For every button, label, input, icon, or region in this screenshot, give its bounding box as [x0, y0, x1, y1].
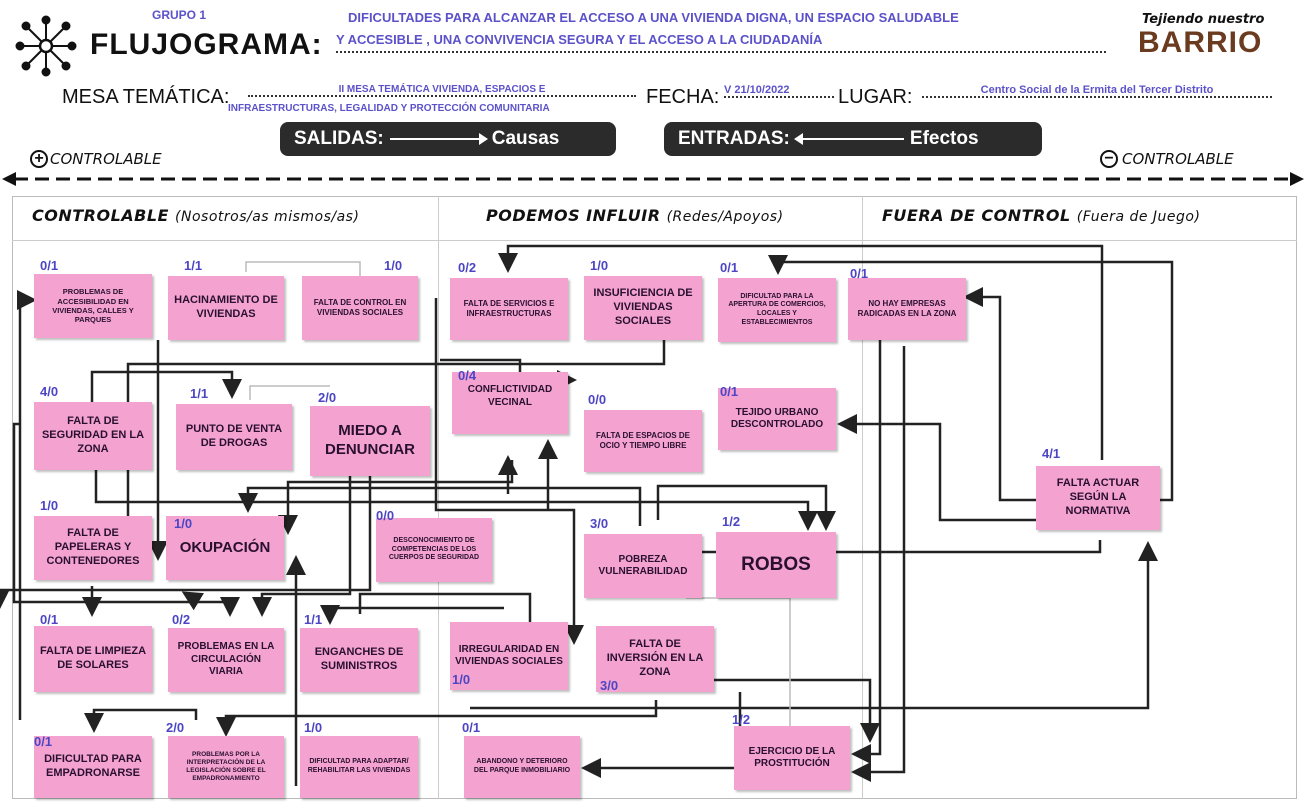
note-conflictividad: CONFLICTIVIDAD VECINAL [452, 372, 568, 434]
note-papeleras: FALTA DE PAPELERAS Y CONTENEDORES [34, 516, 152, 580]
note-competencias: DESCONOCIMIENTO DE COMPETENCIAS DE LOS C… [376, 518, 492, 582]
header-divider [12, 240, 1297, 241]
column-divider-1 [438, 196, 439, 799]
logo-bottom-text: BARRIO [1138, 26, 1263, 59]
column-title: CONTROLABLE [32, 206, 169, 225]
page-title: FLUJOGRAMA: [90, 28, 323, 61]
right-controlable-label: CONTROLABLE [1122, 150, 1234, 168]
note-normativa: FALTA ACTUAR SEGÚN LA NORMATIVA [1036, 466, 1160, 530]
note-circulacion: PROBLEMAS EN LA CIRCULACIÓN VIARIA [168, 628, 284, 692]
column-title: FUERA DE CONTROL [882, 206, 1071, 225]
note-score: 0/1 [34, 734, 53, 749]
note-ocio: FALTA DE ESPACIOS DE OCIO Y TIEMPO LIBRE [584, 410, 702, 472]
note-seguridad: FALTA DE SEGURIDAD EN LA ZONA [34, 402, 152, 470]
note-score: 1/2 [732, 712, 751, 727]
column-fuera-title: FUERA DE CONTROL (Fuera de Juego) [882, 206, 1200, 225]
note-score: 1/0 [590, 258, 609, 273]
entradas-label: ENTRADAS: [678, 128, 790, 149]
column-subtitle: (Fuera de Juego) [1076, 209, 1201, 225]
note-score: 0/1 [40, 612, 59, 627]
note-score: 1/0 [40, 498, 59, 513]
control-axis-arrow [0, 170, 1306, 188]
minus-circle-icon: − [1100, 150, 1118, 168]
problem-line-1: DIFICULTADES PARA ALCANZAR EL ACCESO A U… [348, 10, 959, 25]
note-score: 1/1 [190, 386, 209, 401]
note-score: 2/0 [318, 390, 337, 405]
column-title: PODEMOS INFLUIR [486, 206, 661, 225]
lugar-label: LUGAR: [838, 86, 913, 108]
note-falta-control: FALTA DE CONTROL EN VIVIENDAS SOCIALES [302, 276, 418, 340]
note-score: 0/2 [172, 612, 191, 627]
salidas-pill: SALIDAS: Causas [280, 122, 616, 156]
note-score: 1/0 [384, 258, 403, 273]
problem-line-2: Y ACCESIBLE , UNA CONVIVENCIA SEGURA Y E… [336, 32, 1106, 53]
note-rehabilitar: DIFICULTAD PARA ADAPTAR/ REHABILITAR LAS… [300, 736, 418, 798]
note-score: 0/4 [458, 368, 477, 383]
column-podemos-title: PODEMOS INFLUIR (Redes/Apoyos) [486, 206, 784, 225]
mesa-value-1: II MESA TEMÁTICA VIVIENDA, ESPACIOS E [248, 84, 636, 97]
left-arrow-icon [793, 133, 904, 145]
note-score: 1/0 [304, 720, 323, 735]
lugar-value: Centro Social de la Ermita del Tercer Di… [922, 84, 1272, 98]
note-score: 4/1 [1042, 446, 1061, 461]
note-inversion: FALTA DE INVERSIÓN EN LA ZONA [596, 626, 714, 692]
note-irregularidad: IRREGULARIDAD EN VIVIENDAS SOCIALES [450, 622, 568, 690]
entradas-pill: ENTRADAS: Efectos [664, 122, 1042, 156]
group-label: GRUPO 1 [152, 8, 207, 22]
note-empresas: NO HAY EMPRESAS RADICADAS EN LA ZONA [848, 278, 966, 340]
barrio-logo: Tejiendo nuestro BARRIO [1132, 12, 1292, 62]
note-enganches: ENGANCHES DE SUMINISTROS [300, 628, 418, 692]
note-score: 0/1 [720, 384, 739, 399]
note-score: 1/0 [452, 672, 471, 687]
note-score: 0/0 [376, 508, 395, 523]
fecha-label: FECHA: [646, 86, 720, 108]
note-score: 1/1 [304, 612, 323, 627]
note-servicios: FALTA DE SERVICIOS E INFRAESTRUCTURAS [450, 278, 568, 340]
column-subtitle: (Redes/Apoyos) [666, 209, 784, 225]
note-score: 1/2 [722, 514, 741, 529]
note-score: 4/0 [40, 384, 59, 399]
note-score: 0/1 [850, 266, 869, 281]
fecha-value: V 21/10/2022 [724, 84, 834, 98]
network-logo-icon [14, 14, 78, 78]
salidas-label: SALIDAS: [294, 128, 384, 149]
logo-top-text: Tejiendo nuestro [1142, 12, 1265, 27]
note-score: 0/1 [40, 258, 59, 273]
note-drogas: PUNTO DE VENTA DE DROGAS [176, 404, 292, 470]
note-tejido: TEJIDO URBANO DESCONTROLADO [718, 388, 836, 450]
mesa-value-2: INFRAESTRUCTURAS, LEGALIDAD Y PROTECCIÓN… [228, 103, 550, 114]
salidas-value: Causas [491, 128, 560, 149]
entradas-value: Efectos [909, 128, 979, 149]
note-insuficiencia: INSUFICIENCIA DE VIVIENDAS SOCIALES [584, 276, 702, 340]
note-comercios: DIFICULTAD PARA LA APERTURA DE COMERCIOS… [718, 278, 836, 342]
note-score: 0/1 [462, 720, 481, 735]
note-okupacion: OKUPACIÓN [166, 516, 284, 580]
note-interpretacion: PROBLEMAS POR LA INTERPRETACIÓN DE LA LE… [168, 736, 284, 798]
plus-circle-icon: + [30, 150, 48, 168]
column-controlable-title: CONTROLABLE (Nosotros/as mismos/as) [32, 206, 359, 225]
note-score: 3/0 [600, 678, 619, 693]
note-score: 3/0 [590, 516, 609, 531]
note-score: 2/0 [166, 720, 185, 735]
note-pobreza: POBREZA VULNERABILIDAD [584, 534, 702, 598]
note-score: 0/2 [458, 260, 477, 275]
note-score: 1/1 [184, 258, 203, 273]
note-empadronarse: DIFICULTAD PARA EMPADRONARSE [34, 736, 152, 798]
note-abandono: ABANDONO Y DETERIORO DEL PARQUE INMOBILI… [464, 736, 580, 798]
note-score: 0/1 [720, 260, 739, 275]
note-robos: ROBOS [716, 532, 836, 598]
mesa-label: MESA TEMÁTICA: [62, 86, 230, 108]
left-controlable-label: CONTROLABLE [50, 150, 162, 168]
note-accesibilidad: PROBLEMAS DE ACCESIBILIDAD EN VIVIENDAS,… [34, 274, 152, 338]
note-miedo: MIEDO A DENUNCIAR [310, 406, 430, 476]
note-limpieza: FALTA DE LIMPIEZA DE SOLARES [34, 626, 152, 692]
note-prostitucion: EJERCICIO DE LA PROSTITUCIÓN [734, 726, 850, 790]
note-score: 0/0 [588, 392, 607, 407]
note-hacinamiento: HACINAMIENTO DE VIVIENDAS [168, 276, 284, 340]
right-arrow-icon [389, 133, 488, 145]
column-subtitle: (Nosotros/as mismos/as) [175, 209, 360, 225]
note-score: 1/0 [174, 516, 193, 531]
